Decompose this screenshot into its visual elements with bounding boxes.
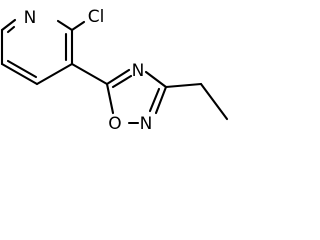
bond-c2-cl <box>70 20 86 32</box>
bond-c5-c4 <box>0 62 39 86</box>
oxadiazole-ring <box>105 68 168 125</box>
atom-label-chlorine: Cl <box>88 7 105 27</box>
bond-c5-n4 <box>105 68 131 86</box>
bond-c2-n1 <box>56 19 74 32</box>
atom-label-oxadiazole-n4: N <box>132 61 145 81</box>
bond-c3-n2-double <box>148 87 161 113</box>
bond-c4-c3 <box>35 62 74 86</box>
bond-c3-n2 <box>154 85 168 115</box>
bond-ch2-ch3 <box>199 82 229 121</box>
bond-c3-ch2 <box>164 82 203 89</box>
bond-n4-c3 <box>144 70 168 89</box>
bond-o1-c5 <box>105 82 115 115</box>
bond-c3-c5prime <box>70 62 109 86</box>
chemical-structure: N Cl N O N <box>0 7 229 134</box>
bond-c5-c4-double <box>6 59 38 79</box>
bond-n1-c6-double <box>6 25 16 34</box>
atom-label-oxadiazole-n2: N <box>140 114 153 134</box>
atom-label-oxadiazole-o1: O <box>108 114 121 134</box>
pyridine-ring <box>0 18 74 86</box>
atom-label-pyridine-n: N <box>24 8 37 28</box>
bond-c5-n4-double <box>111 74 133 89</box>
bond-n1-c6 <box>0 18 17 32</box>
